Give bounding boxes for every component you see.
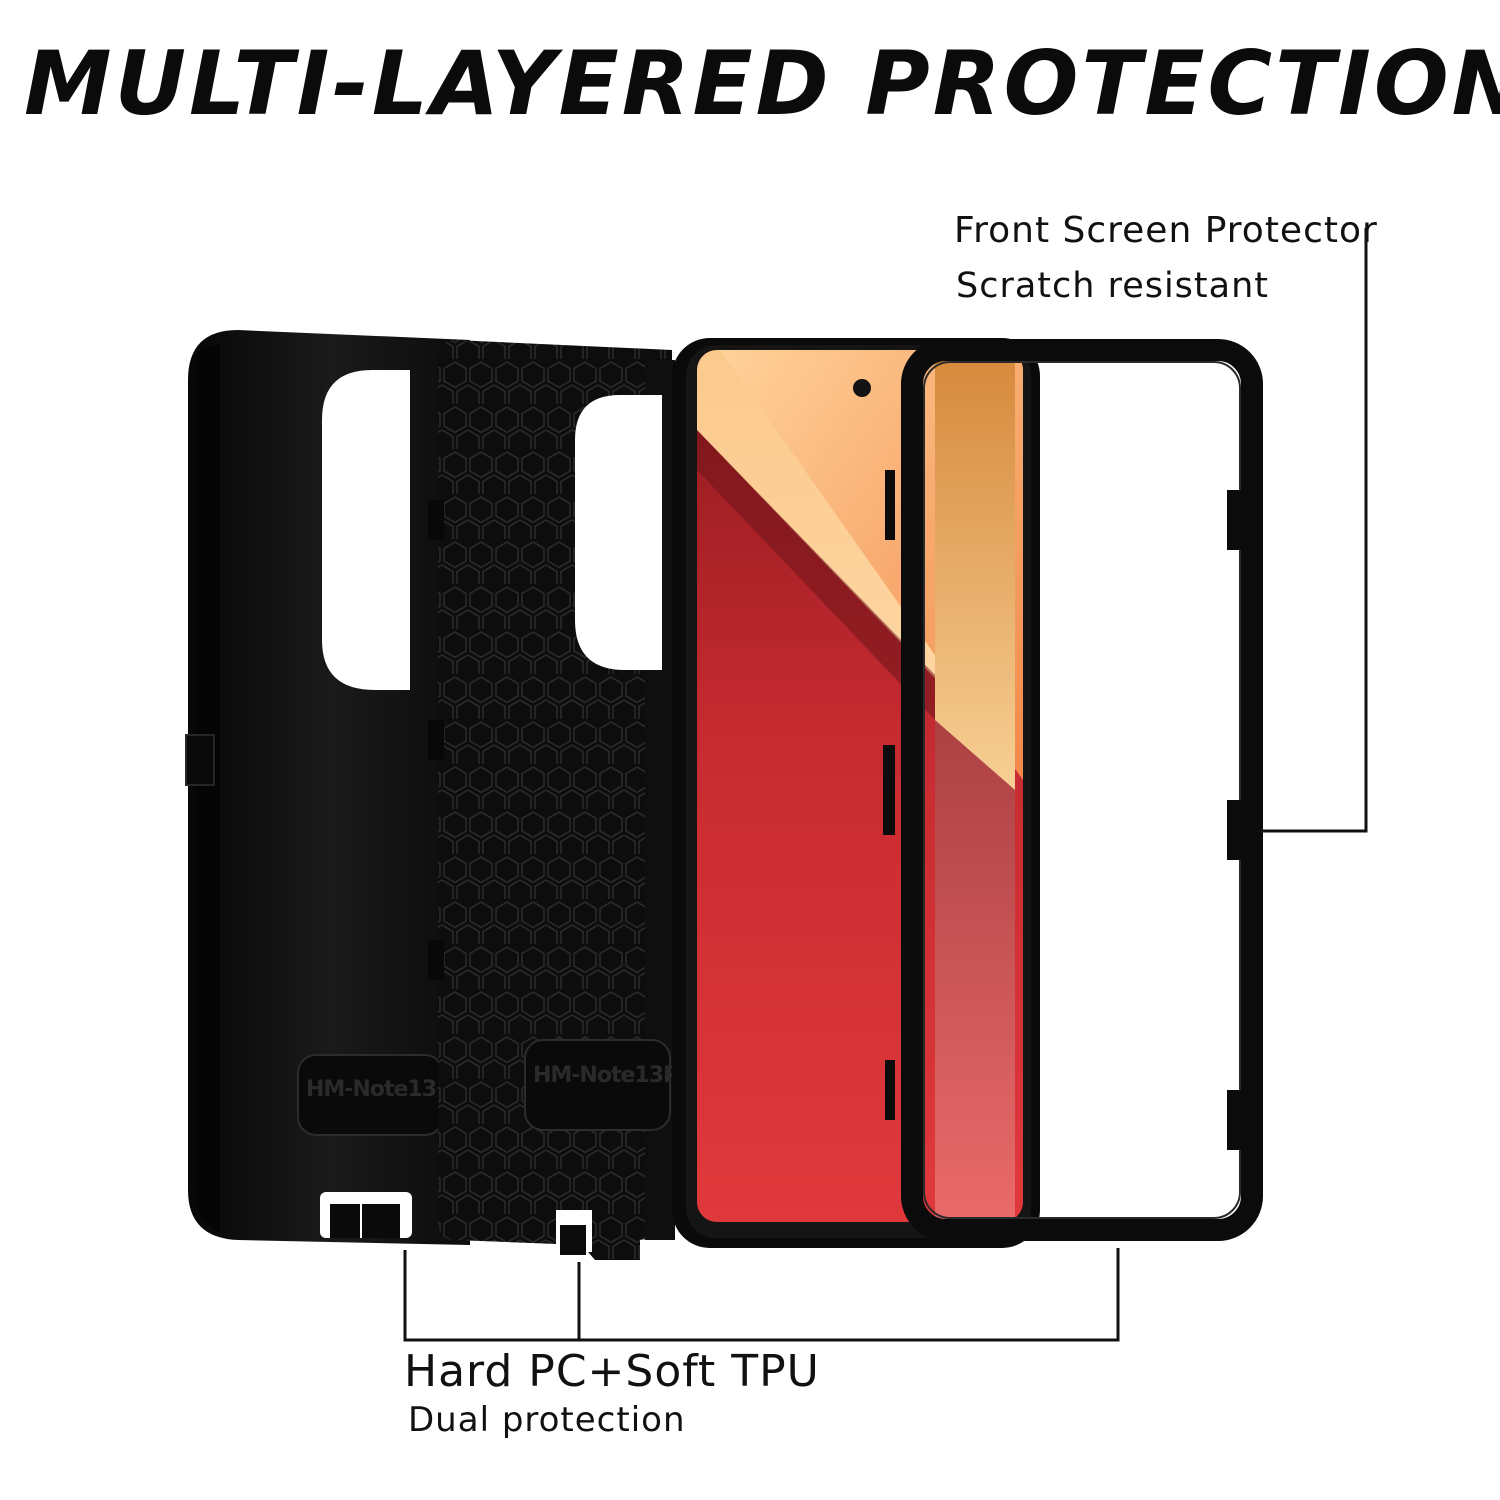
- inner-tpu-sleeve: HM-Note13Pro-4G: [428, 340, 743, 1260]
- front-screen-callout-title: Front Screen Protector: [954, 210, 1378, 251]
- dual-layer-callout-line: [403, 1248, 1120, 1342]
- front-screen-callout-subtitle: Scratch resistant: [956, 266, 1269, 306]
- dual-layer-callout-title: Hard PC+Soft TPU: [404, 1346, 820, 1397]
- outer-hard-shell: HM-Note13Pro-4G: [185, 330, 516, 1245]
- headline: MULTI-LAYERED PROTECTION: [24, 32, 1500, 135]
- dual-layer-callout-subtitle: Dual protection: [408, 1400, 686, 1440]
- front-camera-icon: [853, 379, 871, 397]
- front-screen-protector: [901, 339, 1263, 1241]
- front-screen-callout-line: [1258, 228, 1368, 833]
